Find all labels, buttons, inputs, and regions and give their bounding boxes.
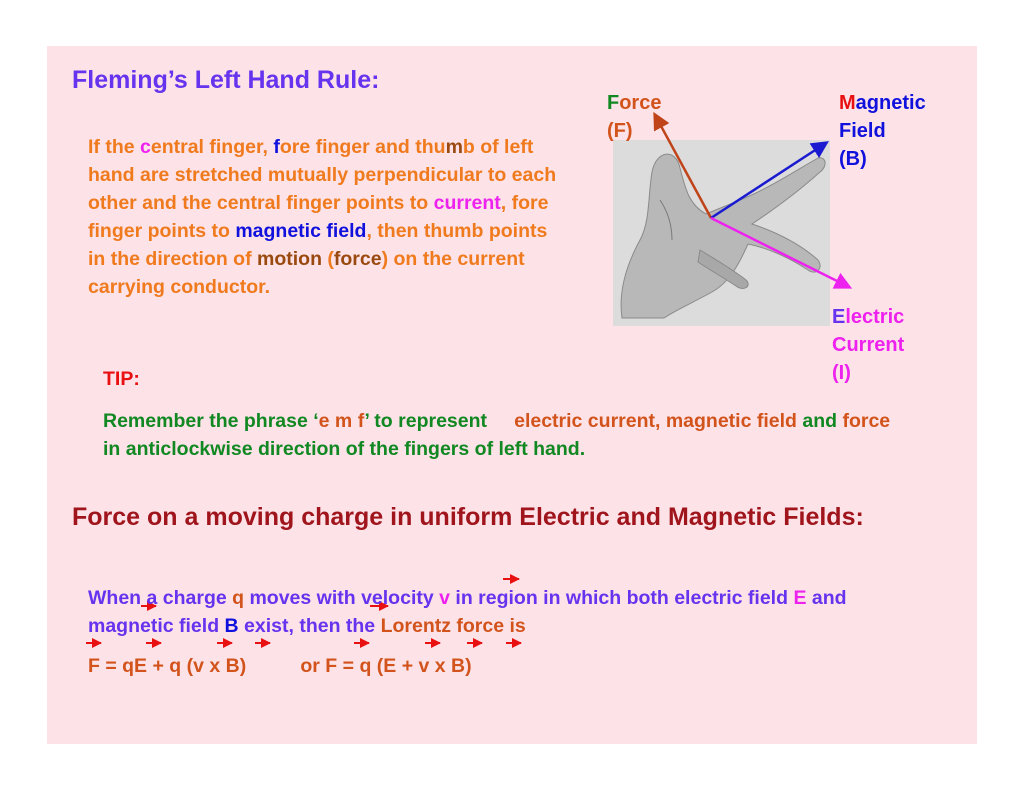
electric-current-arrow xyxy=(710,216,853,289)
force-label-initial: F xyxy=(607,92,620,114)
tip-force: force xyxy=(842,410,891,432)
electric-label-rest: lectric xyxy=(845,306,905,328)
rule-text: If the xyxy=(88,136,140,158)
electric-label-symbol: (I) xyxy=(832,362,851,384)
magnetic-field-B: B xyxy=(224,615,239,637)
lorentz-formula: F = qE + q (v x B) or F = q (E + v x B) xyxy=(88,655,472,678)
rule-force: force xyxy=(333,248,382,270)
rule-magnetic-field: magnetic field xyxy=(235,220,367,242)
lorentz-text: and magnetic field xyxy=(88,587,847,637)
lorentz-text: in region in which both electric field xyxy=(449,587,794,609)
tip-emf: e m f xyxy=(318,410,365,432)
velocity-v: v xyxy=(439,587,450,609)
magnetic-label-symbol: (B) xyxy=(839,148,867,170)
rule-text: b of left hand are stretched mutually pe… xyxy=(88,136,557,214)
hand-photo xyxy=(620,153,826,319)
magnetic-label-line2: Field xyxy=(839,120,886,142)
slide-title: Fleming’s Left Hand Rule: xyxy=(72,66,380,94)
magnetic-label-rest: agnetic xyxy=(855,92,926,114)
rule-c-highlight: c xyxy=(140,136,151,158)
magnetic-label-initial: M xyxy=(839,92,856,114)
rule-text: , then thumb points in the direction of xyxy=(88,220,548,270)
force-label-symbol: (F) xyxy=(607,120,633,142)
vector-arrows xyxy=(86,574,522,648)
rule-text: ore finger and thu xyxy=(279,136,446,158)
electric-label-line2: Current xyxy=(832,334,905,356)
lorentz-paragraph: When a charge q moves with velocity v in… xyxy=(88,584,908,640)
tip-label: TIP: xyxy=(103,368,140,390)
section-heading: Force on a moving charge in uniform Elec… xyxy=(72,503,864,531)
formula-2: or F = q (E + v x B) xyxy=(300,655,472,677)
rule-m-highlight: m xyxy=(445,136,463,158)
lorentz-text: When a charge xyxy=(88,587,233,609)
rule-text: , fore finger points to xyxy=(88,192,549,242)
rule-paragraph: If the central finger, fore finger and t… xyxy=(88,133,558,301)
rule-text: ( xyxy=(321,248,334,270)
lorentz-text: exist, then the xyxy=(238,615,381,637)
tip-text: Remember the phrase ‘e m f’ to represent… xyxy=(103,407,903,463)
rule-motion: motion xyxy=(257,248,322,270)
rule-current: current xyxy=(433,192,501,214)
tip-text-part: ’ to represent xyxy=(364,410,515,432)
force-label-rest: orce xyxy=(619,92,662,114)
lorentz-text: moves with velocity xyxy=(244,587,440,609)
tip-text-part: Remember the phrase ‘ xyxy=(103,410,319,432)
formula-1: F = qE + q (v x B) xyxy=(88,655,247,677)
charge-q: q xyxy=(232,587,245,609)
lorentz-force-label: Lorentz force is xyxy=(380,615,526,637)
tip-electric-current-magnetic-field: electric current, magnetic field xyxy=(514,410,797,432)
tip-text-part: and xyxy=(796,410,843,432)
electric-label-initial: E xyxy=(832,306,846,328)
rule-text: entral finger, xyxy=(150,136,274,158)
rule-f-highlight: f xyxy=(273,136,280,158)
force-arrow xyxy=(653,111,713,219)
electric-field-E: E xyxy=(793,587,807,609)
tip-text-part: in anticlockwise direction of the finger… xyxy=(103,438,586,460)
rule-text: ) on the current carrying conductor. xyxy=(88,248,525,298)
magnetic-field-arrow xyxy=(710,141,829,220)
force-label: Force (F) xyxy=(607,89,661,145)
